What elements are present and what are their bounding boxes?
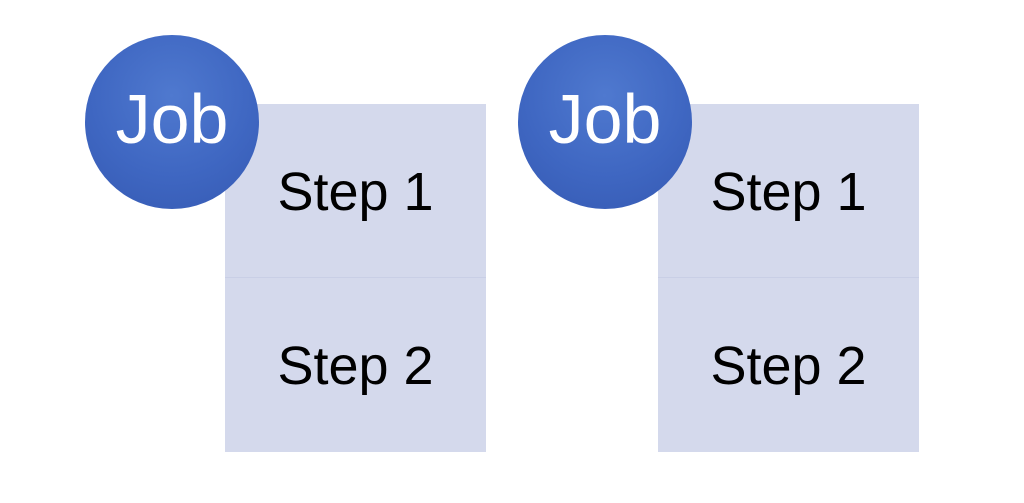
step-label: Step 1 xyxy=(710,162,867,222)
step-divider xyxy=(225,277,486,278)
steps-box: Step 1 Step 2 xyxy=(225,104,486,452)
job-circle: Job xyxy=(518,35,692,209)
step-label: Step 2 xyxy=(710,336,867,396)
job-circle: Job xyxy=(85,35,259,209)
steps-box: Step 1 Step 2 xyxy=(658,104,919,452)
step-label: Step 2 xyxy=(277,336,434,396)
step-2: Step 2 xyxy=(658,278,919,452)
job-label: Job xyxy=(115,80,229,158)
job-group-1: Step 1 Step 2 Job xyxy=(85,0,505,503)
step-1: Step 1 xyxy=(225,104,486,278)
step-1: Step 1 xyxy=(658,104,919,278)
step-label: Step 1 xyxy=(277,162,434,222)
step-divider xyxy=(658,277,919,278)
step-2: Step 2 xyxy=(225,278,486,452)
job-group-2: Step 1 Step 2 Job xyxy=(518,0,938,503)
job-label: Job xyxy=(548,80,662,158)
